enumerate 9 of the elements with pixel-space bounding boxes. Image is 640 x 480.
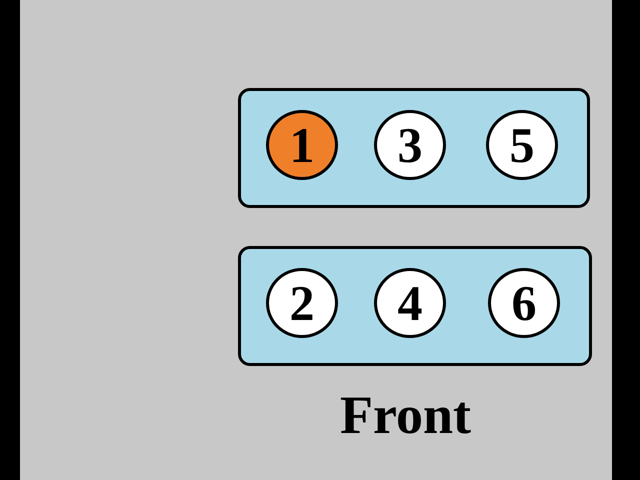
cylinder-bank-box [238,246,592,366]
direction-label: Front [340,384,471,446]
cylinder-number: 4 [398,278,422,328]
cylinder-number: 5 [510,120,534,170]
cylinder-number: 2 [290,278,314,328]
cylinder-number: 1 [290,120,314,170]
cylinder-bank-box [238,88,590,208]
cylinder-number: 3 [398,120,422,170]
cylinder-number: 6 [512,278,536,328]
